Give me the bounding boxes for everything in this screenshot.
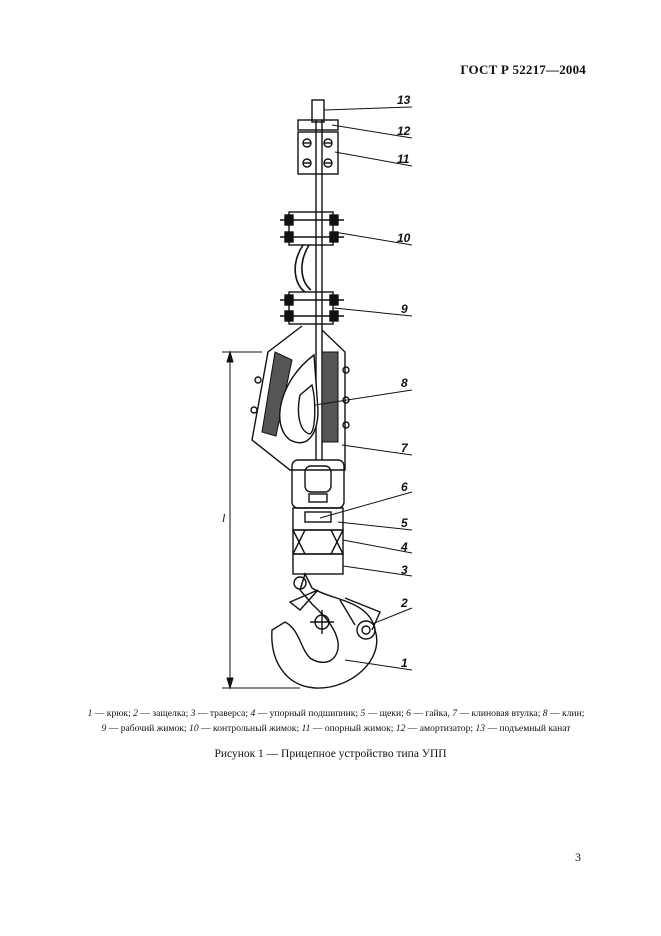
callout-13: 13 [397,93,411,107]
callout-2: 2 [400,596,408,610]
figure-legend: 1 — крюк; 2 — защелка; 3 — траверса; 4 —… [56,707,616,736]
dimension-line [222,350,300,690]
callout-8: 8 [401,376,408,390]
legend-item-number: 13 [475,722,486,734]
support-clamp [297,131,339,175]
rope-top [311,99,325,123]
legend-item-text: — гайка, [410,708,453,719]
callout-7: 7 [401,441,409,455]
callout-4: 4 [400,540,408,554]
leader-lines [314,106,413,671]
legend-item-text: — подъемный канат [485,722,571,734]
legend-item-number: 9 [101,722,107,734]
document-header: ГОСТ Р 52217—2004 [460,62,586,77]
legend-item-number: 7 [452,708,458,719]
legend-item-number: 3 [190,708,196,719]
legend-item-text: — защелка; [137,708,191,719]
working-clamp [280,291,344,325]
callout-11: 11 [397,152,410,166]
legend-item-text: — амортизатор; [405,722,476,734]
legend-item-number: 8 [542,708,548,719]
callout-5: 5 [401,516,408,530]
legend-item-number: 2 [133,708,138,719]
legend-item-number: 10 [189,722,199,734]
wedge-socket [250,325,350,471]
legend-item-text: — упорный подшипник; [255,708,361,719]
legend-item-number: 11 [301,722,311,734]
legend-item-number: 6 [406,708,411,719]
legend-item-text: — рабочий жимок; [106,722,190,734]
hook [271,572,381,689]
legend-item-text: — опорный жимок; [310,722,396,734]
callout-9: 9 [401,302,408,316]
legend-item-number: 4 [250,708,256,719]
legend-item-text: — клин; [547,708,585,719]
page-number: 3 [575,850,581,864]
control-clamp [280,211,344,246]
legend-item-text: — клиновая втулка; [457,708,543,719]
callout-1: 1 [401,656,408,670]
figure-drawing: l 13 12 11 10 9 8 7 6 5 4 3 2 1 [222,93,413,690]
dimension-label: l [222,511,226,525]
figure-caption: Рисунок 1 — Прицепное устройство типа УП… [214,748,447,760]
legend-item-text: — контрольный жимок; [198,722,302,734]
callout-6: 6 [401,480,408,494]
callout-12: 12 [397,124,411,138]
amortizer [297,119,339,131]
legend-item-text: — траверса; [195,708,251,719]
legend-item-number: 5 [360,708,366,719]
cheek-assembly [291,459,345,575]
callout-3: 3 [401,563,408,577]
callout-10: 10 [397,231,411,245]
legend-item-number: 1 [87,708,93,719]
legend-item-text: — крюк; [92,708,134,719]
legend-item-text: — щеки; [365,708,407,719]
legend-item-number: 12 [395,722,406,734]
